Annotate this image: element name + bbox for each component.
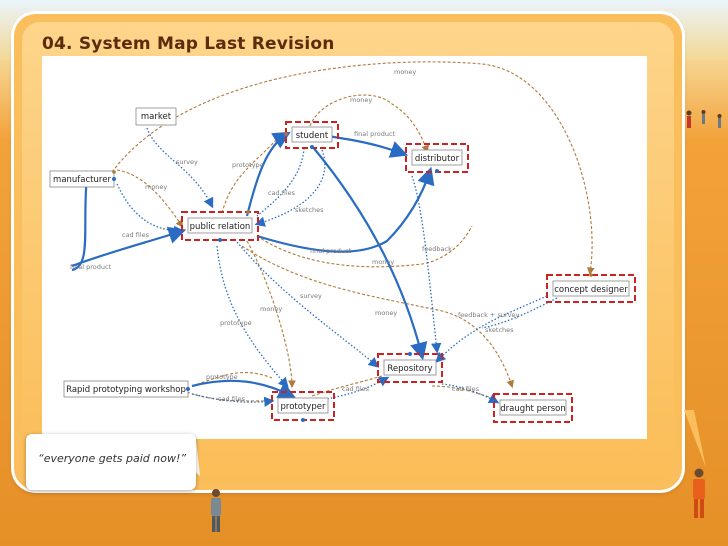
label-feedback: feedback <box>422 245 452 253</box>
node-student: student <box>285 121 339 149</box>
label-final-product-manufacturer: final product <box>70 263 112 271</box>
svg-text:Rapid prototyping workshop: Rapid prototyping workshop <box>66 385 186 395</box>
label-feedback-survey: feedback + survey <box>458 311 519 319</box>
label-cad-files-manufacturer: cad files <box>122 231 150 239</box>
node-market: market <box>135 107 177 126</box>
label-final-product-distributor: final product <box>310 247 352 255</box>
svg-text:public relation: public relation <box>190 222 251 232</box>
svg-text:concept designer: concept designer <box>554 285 628 295</box>
edge-sketches-concept <box>481 297 558 329</box>
edge-prototype-left <box>216 245 289 388</box>
edge-cad-repo-blue <box>316 376 390 402</box>
edge-money-manufacturer <box>116 169 184 228</box>
quote-bubble: “everyone gets paid now!” <box>26 434 196 490</box>
label-sketches-concept: sketches <box>485 326 514 334</box>
edge-feedback-survey <box>435 295 548 363</box>
edge-cad-draught <box>431 385 493 399</box>
edge-final-product-distributor <box>256 166 435 253</box>
edge-cad-pr <box>256 147 305 217</box>
connector-dots-brown <box>112 132 593 277</box>
system-map-canvas: money money final product survey prototy… <box>42 56 647 439</box>
edge-manufacturer-pr <box>71 175 89 272</box>
svg-text:Repository: Repository <box>387 364 432 374</box>
label-prototype-pr: prototype <box>232 161 264 169</box>
node-draught-person: draught person <box>493 393 573 423</box>
node-repository: Repository <box>377 353 443 383</box>
svg-text:manufacturer: manufacturer <box>53 175 111 185</box>
background-figures <box>686 110 722 128</box>
label-cad-files-workshop: cad files <box>218 395 246 403</box>
node-rapid-prototyping-workshop: Rapid prototyping workshop <box>63 380 189 398</box>
edge-final-product-manufacturer <box>71 226 187 268</box>
label-final-product-student: final product <box>354 130 396 138</box>
svg-text:market: market <box>141 112 172 122</box>
edge-money-student <box>309 94 429 154</box>
edge-money-top <box>111 61 595 276</box>
node-distributor: distributor <box>405 143 469 173</box>
connector-dots <box>112 145 439 422</box>
edge-prototype-workshop <box>191 371 273 387</box>
node-public-relation: public relation <box>181 211 259 241</box>
person-figure-left <box>211 489 221 532</box>
person-figure-right <box>693 468 705 518</box>
edge-money-repo <box>246 240 296 389</box>
svg-text:draught person: draught person <box>500 404 565 414</box>
quote-text: “everyone gets paid now!” <box>38 452 187 465</box>
label-sketches-pr: sketches <box>295 206 324 214</box>
label-money-repository: money <box>375 309 397 317</box>
system-map-diagram: money money final product survey prototy… <box>49 61 636 423</box>
label-money-pr: money <box>260 305 282 313</box>
edge-student-distributor <box>326 134 409 158</box>
node-manufacturer: manufacturer <box>49 170 115 188</box>
edge-cad-repo <box>311 375 383 397</box>
edge-feedback <box>411 175 442 354</box>
edge-survey-pr <box>236 241 379 368</box>
svg-text:distributor: distributor <box>415 154 460 164</box>
label-cad-files-pr: cad files <box>268 189 296 197</box>
label-money-student: money <box>350 96 372 104</box>
node-concept-designer: concept designer <box>546 274 636 303</box>
label-money-manufacturer: money <box>145 183 167 191</box>
label-survey-market: survey <box>176 158 198 166</box>
edge-cad-files-manufacturer <box>116 183 185 237</box>
edge-sketches-pr <box>254 149 326 227</box>
edge-cad-draught-blue <box>441 383 500 404</box>
label-cad-files-repo: cad files <box>342 385 370 393</box>
edge-survey-market <box>146 127 214 209</box>
edge-student-repo <box>311 145 428 361</box>
label-cad-files-draught: cad files <box>452 385 480 393</box>
edge-money-pr <box>241 245 514 389</box>
svg-text:prototyper: prototyper <box>281 402 326 412</box>
node-prototyper: prototyper <box>271 391 335 421</box>
slide-title: 04. System Map Last Revision <box>42 34 335 54</box>
label-prototype-workshop: prototype <box>206 373 238 381</box>
label-survey-pr: survey <box>300 292 322 300</box>
label-money-top: money <box>394 68 416 76</box>
svg-text:student: student <box>296 131 329 141</box>
label-prototype-left: prototype <box>220 319 252 327</box>
speech-pointer-right <box>684 410 706 468</box>
edge-pr-student <box>245 131 291 217</box>
edge-workshop-prototyper <box>191 379 296 398</box>
edge-money-distributor <box>256 225 473 268</box>
label-money-distributor: money <box>372 258 394 266</box>
